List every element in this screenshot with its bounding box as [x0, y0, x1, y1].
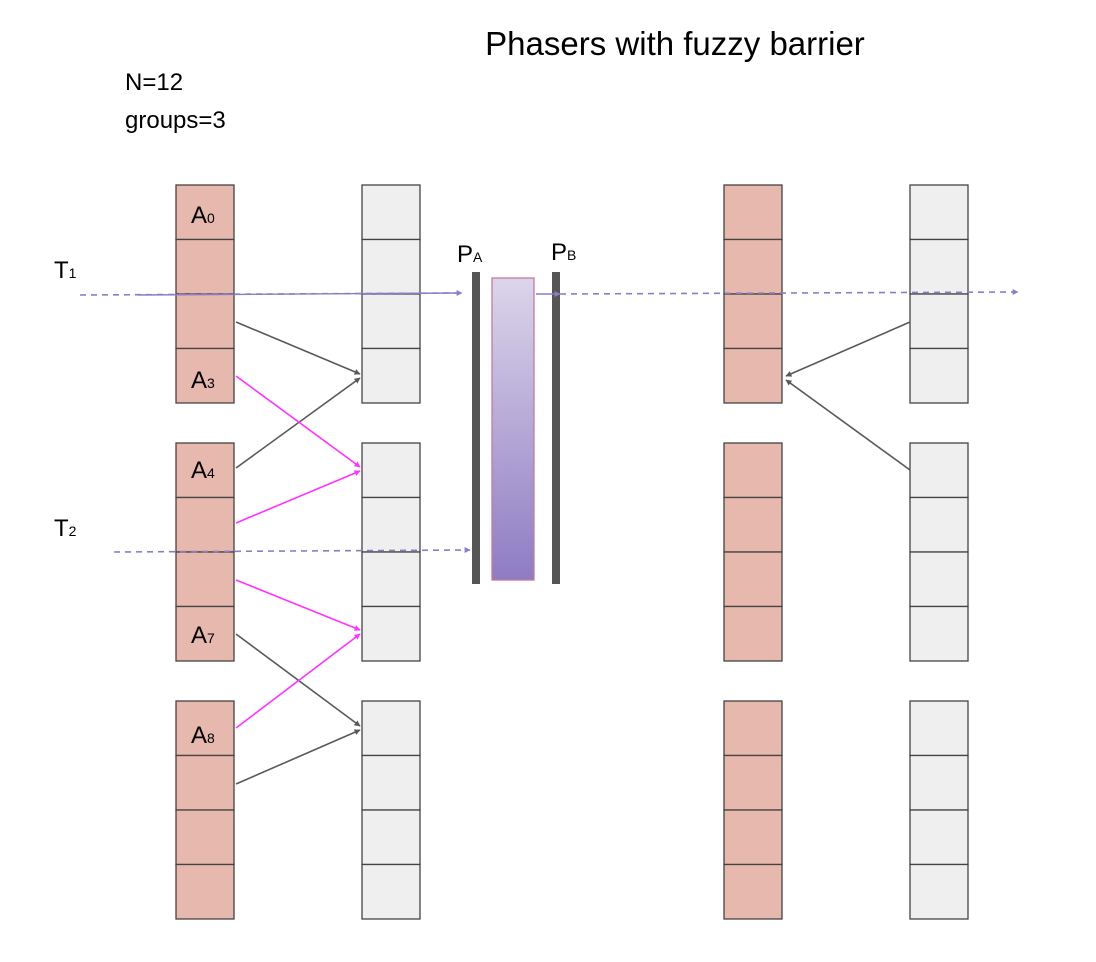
array-a-right-group2-cell1: [723, 442, 783, 499]
array-b-right-group2-cell2: [909, 496, 969, 553]
array-a-left-group1-cell1: [175, 184, 235, 241]
cross-group-arrows: [235, 375, 361, 729]
cell-label-a4: A4: [191, 457, 215, 484]
thread-1-label: T1: [54, 257, 77, 284]
array-b-right-group3-cell4: [909, 863, 969, 920]
array-a-right-group3-cell4: [723, 863, 783, 920]
array-a-right-group1-cell1: [723, 184, 783, 241]
array-a-right-group3-cell2: [723, 754, 783, 811]
thread-2-label: T2: [54, 515, 77, 542]
array-a-left-group1-cell3: [175, 293, 235, 350]
phaser-b-bar: [552, 272, 560, 584]
cross-arrow-3: [235, 579, 361, 631]
cell-label-a7: A7: [191, 622, 215, 649]
dep-arrow-4: [235, 729, 361, 785]
array-b-right-group2-cell1: [909, 442, 969, 499]
array-a-left-group3-cell3: [175, 809, 235, 866]
array-b-left-group1-cell3: [361, 293, 421, 350]
array-b-left-group3-cell3: [361, 809, 421, 866]
array-a-left-group3-cell2: [175, 754, 235, 811]
array-b-left-group1-cell2: [361, 238, 421, 295]
array-a-right-group1-cell2: [723, 238, 783, 295]
array-b-right-group3-cell3: [909, 809, 969, 866]
thread-2-segment: [113, 547, 471, 554]
array-a-left-group1-cell2: [175, 238, 235, 295]
array-b-right-group1-cell3: [909, 293, 969, 350]
array-a-right-group2-cell2: [723, 496, 783, 553]
array-b-right-group1-cell4: [909, 347, 969, 404]
array-b-right-group1-cell1: [909, 184, 969, 241]
cross-arrow-4: [235, 633, 361, 729]
array-b-left-group2-cell2: [361, 496, 421, 553]
diagram-title: Phasers with fuzzy barrier: [485, 25, 865, 62]
array-b-left-group2-cell4: [361, 605, 421, 662]
array-a-left-group2-cell4: [175, 605, 235, 662]
array-b-left-group3-cell2: [361, 754, 421, 811]
array-b-left-group2-cell1: [361, 442, 421, 499]
cell-label-a0: A0: [191, 202, 215, 229]
array-b-right-group2-cell4: [909, 605, 969, 662]
cell-label-a8: A8: [191, 722, 215, 749]
array-a-left-group1-cell4: [175, 347, 235, 404]
array-a-right-group1-cell4: [723, 347, 783, 404]
array-a-left-group2-cell2: [175, 496, 235, 553]
array-a-right-group2-cell3: [723, 551, 783, 608]
array-b-right-group3-cell2: [909, 754, 969, 811]
array-cells: [175, 184, 969, 920]
dependency-arrows: [235, 321, 911, 785]
dep-arrow-2: [235, 377, 361, 469]
array-b-left-group3-cell1: [361, 700, 421, 757]
array-a-right-group3-cell1: [723, 700, 783, 757]
dep-arrow-6: [785, 379, 911, 471]
array-b-left-group1-cell4: [361, 347, 421, 404]
array-b-right-group3-cell1: [909, 700, 969, 757]
cross-arrow-1: [235, 375, 361, 468]
dep-arrow-1: [235, 321, 361, 375]
array-b-right-group1-cell2: [909, 238, 969, 295]
array-a-right-group1-cell3: [723, 293, 783, 350]
fuzzy-region: [491, 277, 535, 581]
array-b-right-group2-cell3: [909, 551, 969, 608]
array-b-left-group1-cell1: [361, 184, 421, 241]
thread-1-solid-overlay: [137, 292, 461, 296]
cross-arrow-2: [235, 470, 361, 524]
phaser-b-label: PB: [551, 239, 576, 266]
cell-label-a3: A3: [191, 367, 215, 394]
array-a-left-group3-cell4: [175, 863, 235, 920]
phaser-a-bar: [472, 272, 480, 584]
array-a-left-group2-cell3: [175, 551, 235, 608]
array-b-left-group2-cell3: [361, 551, 421, 608]
array-a-right-group2-cell4: [723, 605, 783, 662]
dep-arrow-5: [785, 321, 911, 377]
array-a-right-group3-cell3: [723, 809, 783, 866]
phaser-a-label: PA: [457, 241, 483, 268]
param-n: N=12: [125, 69, 183, 96]
array-b-left-group3-cell4: [361, 863, 421, 920]
param-groups: groups=3: [125, 107, 226, 134]
